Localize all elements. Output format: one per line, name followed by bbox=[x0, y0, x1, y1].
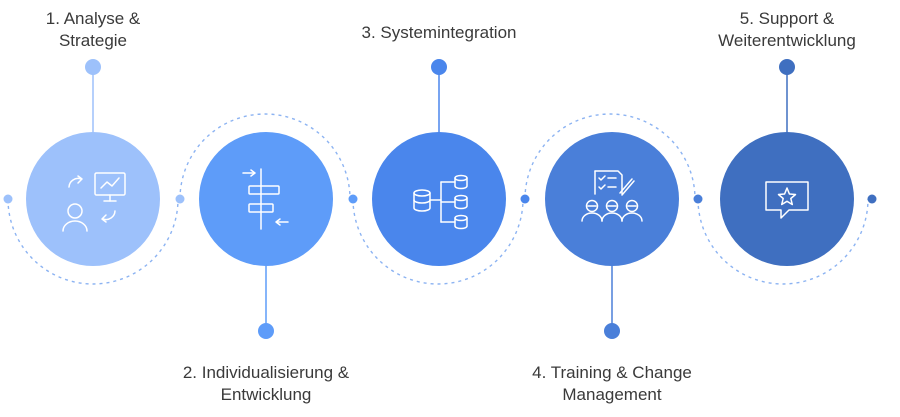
step1-circle[interactable] bbox=[26, 132, 160, 266]
joint-dot bbox=[867, 194, 877, 204]
step4-title-line2: Management bbox=[562, 385, 662, 404]
step1-title-line2: Strategie bbox=[58, 31, 128, 50]
step3-circle[interactable] bbox=[372, 132, 506, 266]
step5-label: 5. Support & Weiterentwicklung bbox=[677, 8, 897, 52]
step2-title-line2: Entwicklung bbox=[220, 385, 312, 404]
step3-label: 3. Systemintegration bbox=[319, 22, 559, 44]
step4-title-line1: 4. Training & Change bbox=[532, 363, 692, 382]
joint-dot bbox=[520, 194, 530, 204]
joint-dot bbox=[348, 194, 358, 204]
joint-dot bbox=[3, 194, 13, 204]
dashed-connectors bbox=[7, 113, 869, 285]
alignment-icon bbox=[242, 168, 289, 230]
step5-connector bbox=[779, 59, 795, 133]
step1-title-line1: 1. Analyse & bbox=[45, 9, 141, 28]
arc-step1 bbox=[7, 198, 179, 285]
step5-title-line2: Weiterentwicklung bbox=[718, 31, 856, 50]
step5-circle[interactable] bbox=[720, 132, 854, 266]
step4-circle[interactable] bbox=[545, 132, 679, 266]
analysis-icon bbox=[62, 172, 126, 232]
step3-connector bbox=[431, 59, 447, 133]
joint-dot bbox=[175, 194, 185, 204]
step2-title-line1: 2. Individualisierung & bbox=[182, 363, 350, 382]
arc-step5 bbox=[697, 198, 869, 285]
step2-label: 2. Individualisierung & Entwicklung bbox=[146, 362, 386, 406]
step5-title-line1: 5. Support & bbox=[739, 9, 835, 28]
joint-dots bbox=[3, 194, 877, 204]
database-integration-icon bbox=[413, 174, 468, 230]
step1-label: 1. Analyse & Strategie bbox=[13, 8, 173, 52]
training-checklist-icon bbox=[581, 170, 643, 222]
arc-step2 bbox=[179, 113, 351, 200]
arc-step3 bbox=[352, 198, 524, 285]
step4-connector bbox=[604, 266, 620, 339]
joint-dot bbox=[693, 194, 703, 204]
step1-connector bbox=[85, 59, 101, 133]
arc-step4 bbox=[524, 113, 696, 200]
support-star-icon bbox=[765, 181, 809, 219]
step2-connector bbox=[258, 266, 274, 339]
step2-circle[interactable] bbox=[199, 132, 333, 266]
step4-label: 4. Training & Change Management bbox=[492, 362, 732, 406]
step3-title: 3. Systemintegration bbox=[361, 23, 517, 42]
